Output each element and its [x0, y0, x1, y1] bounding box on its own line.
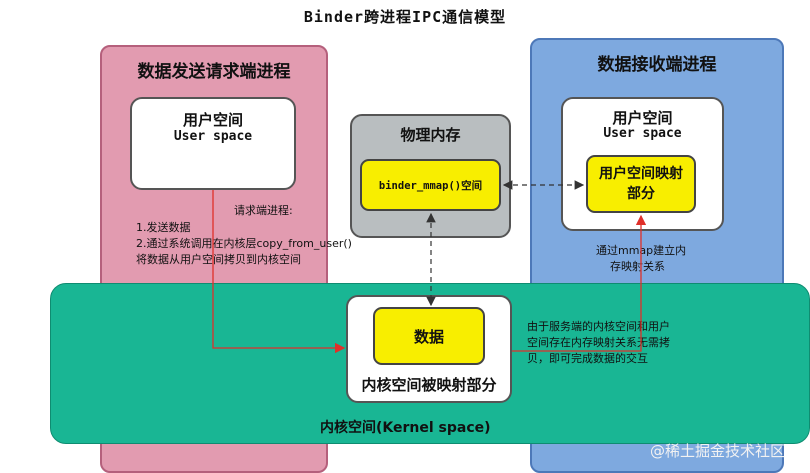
request-notes-step2: 2.通过系统调用在内核层copy_from_user() [136, 237, 352, 250]
kernel-note-line1: 由于服务端的内核空间和用户 [527, 320, 670, 333]
kernel-note-line3: 贝，即可完成数据的交互 [527, 352, 648, 365]
kernel-data-box: 数据 [373, 307, 485, 365]
physical-memory-title: 物理内存 [400, 126, 461, 144]
receiver-user-space-cn: 用户空间 [612, 109, 673, 127]
request-notes-step2-cont: 将数据从用户空间拷贝到内核空间 [136, 253, 301, 266]
sender-user-space: 用户空间 User space [130, 97, 296, 190]
kernel-note-line2: 空间存在内存映射关系无需拷 [527, 336, 670, 349]
receiver-user-space-en: User space [603, 126, 682, 141]
request-notes-step1: 1.发送数据 [136, 221, 191, 234]
kernel-to-receiver-arrow [512, 214, 647, 352]
diagram-title: Binder跨进程IPC通信模型 [303, 8, 507, 26]
copy-from-user-arrow [212, 190, 346, 354]
request-notes-heading: 请求端进程: [234, 204, 293, 217]
sender-process-title: 数据发送请求端进程 [137, 62, 291, 82]
mmap-note-line2: 存映射关系 [610, 260, 665, 273]
receiver-process-title: 数据接收端进程 [597, 55, 717, 75]
receiver-mapped-part: 用户空间映射部分 [586, 155, 696, 213]
binder-mmap-space: binder_mmap()空间 [360, 159, 501, 211]
kernel-space-label: 内核空间(Kernel space) [320, 420, 491, 436]
sender-user-space-en: User space [173, 129, 253, 144]
watermark: @稀土掘金技术社区 [650, 442, 786, 460]
kernel-mapped-part-label: 内核空间被映射部分 [361, 376, 497, 394]
sender-user-space-cn: 用户空间 [182, 111, 243, 129]
